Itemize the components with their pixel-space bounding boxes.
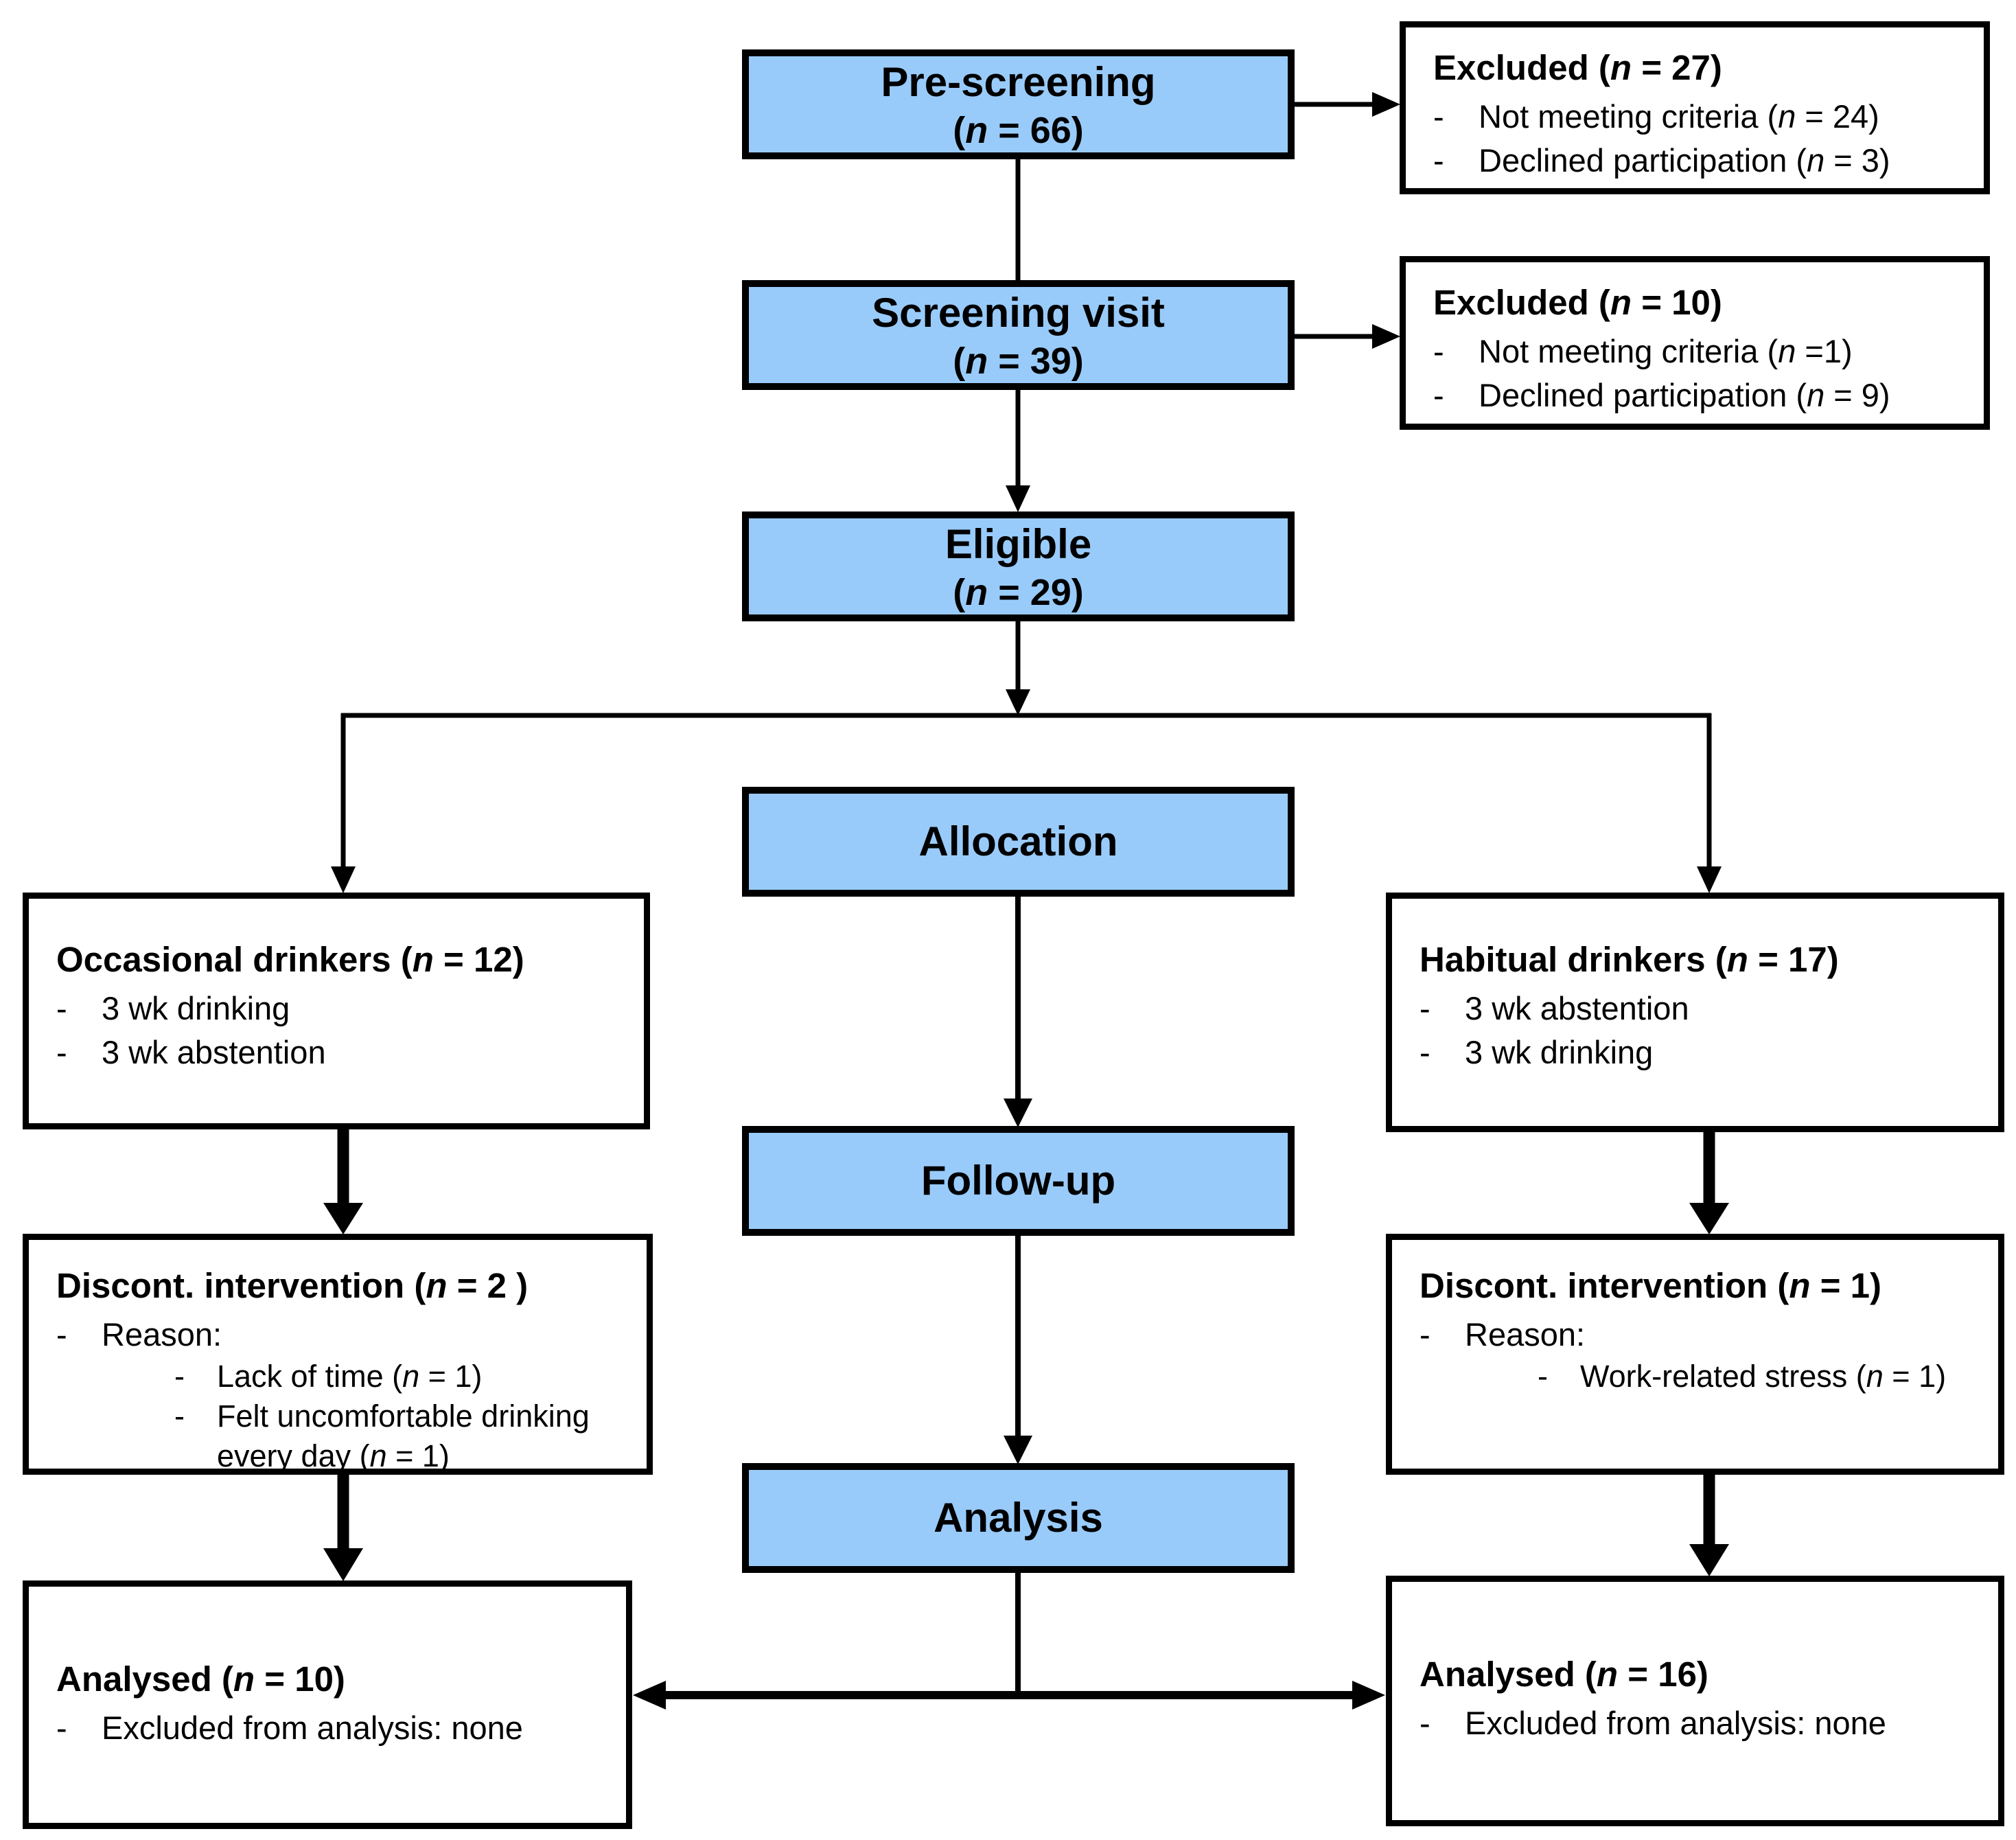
box-title: Occasional drinkers (n = 12) <box>56 940 524 979</box>
habitual-drinkers-box: Habitual drinkers (n = 17) - 3 wk absten… <box>1386 893 2004 1132</box>
list-item: - 3 wk drinking <box>56 987 621 1031</box>
bullet-dash: - <box>1538 1359 1548 1394</box>
arrowhead-analysed-left <box>633 1681 666 1710</box>
list-item: - Declined participation (n = 9) <box>1433 373 1960 417</box>
bullet-dash: - <box>174 1359 185 1394</box>
box-title: Excluded (n = 10) <box>1433 283 1722 322</box>
bullet-dash: - <box>1433 142 1444 179</box>
arrowhead-followup <box>1004 1099 1032 1127</box>
thick-arrowhead-discont-left <box>323 1203 363 1234</box>
arrowhead-analysed-right <box>1352 1681 1385 1710</box>
box-title: Analysed (n = 10) <box>56 1659 345 1699</box>
list-item: - 3 wk drinking <box>1420 1031 1975 1074</box>
list-item: - Reason: <box>1420 1313 1980 1357</box>
bullet-dash: - <box>1433 333 1444 369</box>
bullet-dash: - <box>1420 1316 1430 1353</box>
list-item-text: Not meeting criteria (n = 24) <box>1479 98 1879 135</box>
list-item-text: Declined participation (n = 9) <box>1479 377 1890 413</box>
sub-list-item: - Work-related stress (n = 1) <box>1420 1357 1980 1396</box>
sub-list-item: - Felt uncomfortable drinking every day … <box>56 1396 629 1476</box>
list-item-text: Excluded from analysis: none <box>102 1710 523 1746</box>
list-item: - Declined participation (n = 3) <box>1433 139 1960 183</box>
sub-list-item: - Lack of time (n = 1) <box>56 1357 629 1396</box>
box-title: Discont. intervention (n = 2 ) <box>56 1266 529 1305</box>
bullet-dash: - <box>1420 990 1430 1026</box>
bullet-dash: - <box>56 1316 67 1353</box>
analysed-habitual-box: Analysed (n = 16) - Excluded from analys… <box>1386 1576 2004 1826</box>
box-title: Habitual drinkers (n = 17) <box>1420 940 1839 979</box>
excluded-screening-box: Excluded (n = 10) - Not meeting criteria… <box>1400 256 1990 430</box>
list-item-text: Reason: <box>1465 1316 1586 1353</box>
bullet-dash: - <box>1420 1034 1430 1070</box>
stage-box-allocation: Allocation <box>742 787 1295 897</box>
bullet-dash: - <box>174 1399 185 1434</box>
stage-count: (n = 29) <box>953 572 1084 613</box>
stage-box-pre-screening: Pre-screening (n = 66) <box>742 49 1295 159</box>
bullet-dash: - <box>56 990 67 1026</box>
bullet-dash: - <box>1433 377 1444 413</box>
list-item-text: Excluded from analysis: none <box>1465 1705 1886 1741</box>
arrowhead-eligible <box>1006 485 1030 512</box>
excluded-prescreening-box: Excluded (n = 27) - Not meeting criteria… <box>1400 21 1990 194</box>
sub-list-item-text: Work-related stress (n = 1) <box>1580 1359 1947 1394</box>
stage-title: Eligible <box>945 521 1092 567</box>
stage-title: Follow-up <box>920 1158 1116 1204</box>
list-item-text: 3 wk drinking <box>1465 1034 1654 1070</box>
bullet-dash: - <box>1420 1705 1430 1741</box>
stage-title: Pre-screening <box>881 59 1156 105</box>
analysed-occasional-box: Analysed (n = 10) - Excluded from analys… <box>23 1580 632 1829</box>
list-item: - Reason: <box>56 1313 629 1357</box>
thick-arrowhead-analysed-left <box>323 1548 363 1581</box>
list-item: - 3 wk abstention <box>56 1031 621 1074</box>
discontinued-habitual-box: Discont. intervention (n = 1) - Reason: … <box>1386 1234 2004 1475</box>
bullet-dash: - <box>56 1034 67 1070</box>
list-item: - Not meeting criteria (n = 24) <box>1433 95 1960 139</box>
list-item: - Not meeting criteria (n =1) <box>1433 330 1960 373</box>
sub-list-item-text: Felt uncomfortable drinking every day (n… <box>217 1399 590 1473</box>
thick-arrowhead-analysed-right <box>1689 1544 1729 1576</box>
arrowhead-occasional <box>331 866 356 893</box>
box-title: Discont. intervention (n = 1) <box>1420 1266 1882 1305</box>
bullet-dash: - <box>56 1710 67 1746</box>
arrowhead-analysis <box>1004 1436 1032 1464</box>
stage-box-analysis: Analysis <box>742 1463 1295 1573</box>
stage-box-eligible: Eligible (n = 29) <box>742 511 1295 621</box>
box-title: Analysed (n = 16) <box>1420 1655 1708 1694</box>
arrowhead-excluded-prescreening <box>1372 92 1400 117</box>
list-item-text: 3 wk abstention <box>1465 990 1689 1026</box>
list-item-text: 3 wk drinking <box>102 990 290 1026</box>
list-item: - 3 wk abstention <box>1420 987 1975 1031</box>
arrowhead-split <box>1006 689 1030 715</box>
thick-arrowhead-discont-right <box>1689 1203 1729 1234</box>
stage-box-screening-visit: Screening visit (n = 39) <box>742 280 1295 390</box>
stage-count: (n = 39) <box>953 341 1084 382</box>
list-item-text: Reason: <box>102 1316 222 1353</box>
list-item: - Excluded from analysis: none <box>56 1706 603 1750</box>
arrowhead-excluded-screening <box>1372 324 1400 349</box>
box-title: Excluded (n = 27) <box>1433 48 1722 87</box>
list-item-text: 3 wk abstention <box>102 1034 326 1070</box>
list-item-text: Declined participation (n = 3) <box>1479 142 1890 179</box>
discontinued-occasional-box: Discont. intervention (n = 2 ) - Reason:… <box>23 1234 653 1475</box>
stage-box-follow-up: Follow-up <box>742 1126 1295 1236</box>
stage-title: Screening visit <box>872 290 1165 336</box>
arrowhead-habitual <box>1697 866 1722 893</box>
stage-count: (n = 66) <box>953 110 1084 151</box>
list-item: - Excluded from analysis: none <box>1420 1701 1975 1745</box>
occasional-drinkers-box: Occasional drinkers (n = 12) - 3 wk drin… <box>23 893 650 1129</box>
stage-title: Allocation <box>918 818 1118 864</box>
bullet-dash: - <box>1433 98 1444 135</box>
stage-title: Analysis <box>934 1495 1103 1541</box>
sub-list-item-text: Lack of time (n = 1) <box>217 1359 483 1394</box>
list-item-text: Not meeting criteria (n =1) <box>1479 333 1853 369</box>
